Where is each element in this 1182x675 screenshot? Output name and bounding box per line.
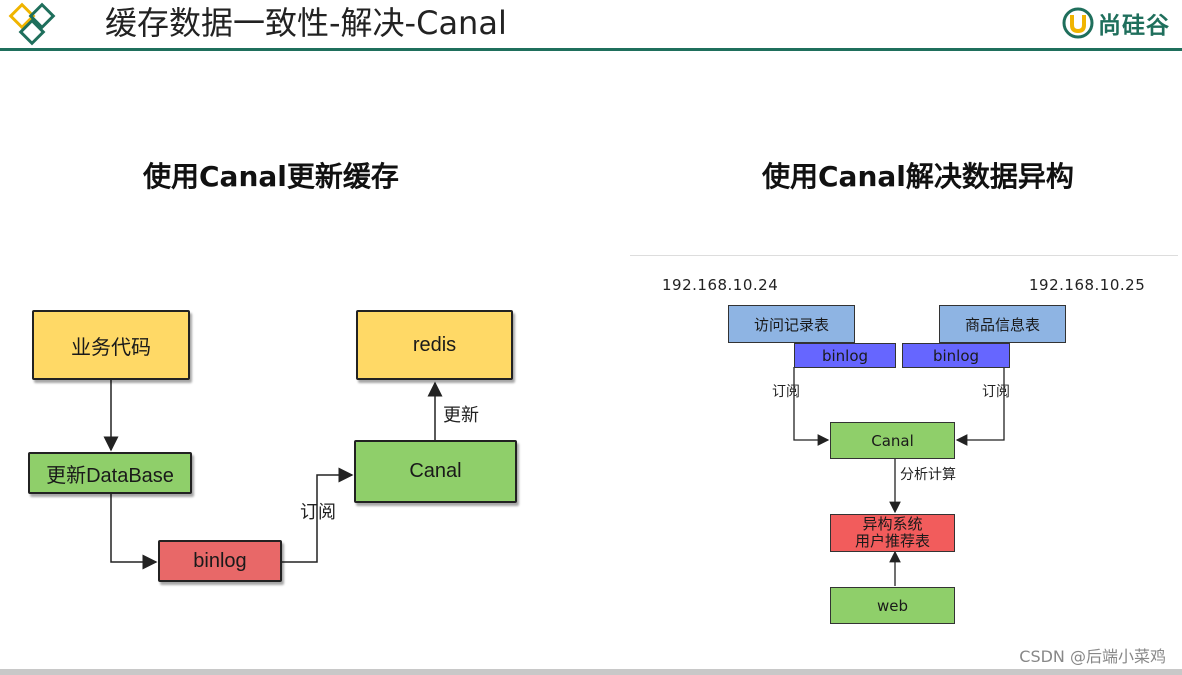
brand-u-icon: [1062, 7, 1094, 39]
edge-right-binlog-to-canal: [955, 367, 1005, 446]
left-section-title: 使用Canal更新缓存: [143, 160, 399, 193]
update-database-node: 更新DataBase: [28, 452, 192, 494]
access-log-table-node: 访问记录表: [728, 305, 855, 343]
page-title: 缓存数据一致性-解决-Canal: [105, 4, 507, 42]
analyze-label: 分析计算: [900, 467, 956, 483]
update-label: 更新: [443, 405, 479, 425]
subscribe-right-label: 订阅: [982, 384, 1010, 400]
hetero-system-node: 异构系统 用户推荐表: [830, 514, 955, 552]
hetero-line1: 异构系统: [862, 515, 923, 533]
brand-text: 尚硅谷: [1098, 13, 1170, 39]
brand-logo: 尚硅谷: [1062, 5, 1170, 41]
watermark: CSDN @后端小菜鸡: [1019, 647, 1166, 666]
redis-node: redis: [356, 310, 513, 380]
footer-bar: [0, 669, 1182, 675]
header-bar: 缓存数据一致性-解决-Canal 尚硅谷: [0, 0, 1182, 51]
left-diagram: 业务代码 更新DataBase binlog Canal redis 订阅 更新: [20, 295, 540, 600]
product-info-table-node: 商品信息表: [939, 305, 1066, 343]
ip-right-label: 192.168.10.25: [1029, 276, 1146, 294]
right-diagram: 192.168.10.24 192.168.10.25 访问记录表 binlog…: [630, 255, 1178, 636]
right-section-title: 使用Canal解决数据异构: [762, 160, 1074, 193]
web-node: web: [830, 587, 955, 624]
canal-node-right: Canal: [830, 422, 955, 459]
ip-left-label: 192.168.10.24: [662, 276, 779, 294]
subscribe-label: 订阅: [300, 502, 336, 522]
binlog-node: binlog: [158, 540, 282, 582]
left-binlog-node: binlog: [794, 343, 896, 368]
diamond-logo-icon: [8, 2, 56, 46]
edge-left-binlog-to-canal: [793, 367, 830, 446]
right-binlog-node: binlog: [902, 343, 1010, 368]
right-diagram-edges: [793, 367, 1005, 586]
edge-binlog-to-canal: [282, 467, 354, 563]
business-code-node: 业务代码: [32, 310, 190, 380]
hetero-line2: 用户推荐表: [854, 532, 930, 550]
edge-db-to-binlog: [110, 494, 158, 570]
subscribe-left-label: 订阅: [772, 384, 800, 400]
left-diagram-edges: [103, 380, 443, 570]
canal-node: Canal: [354, 440, 517, 503]
